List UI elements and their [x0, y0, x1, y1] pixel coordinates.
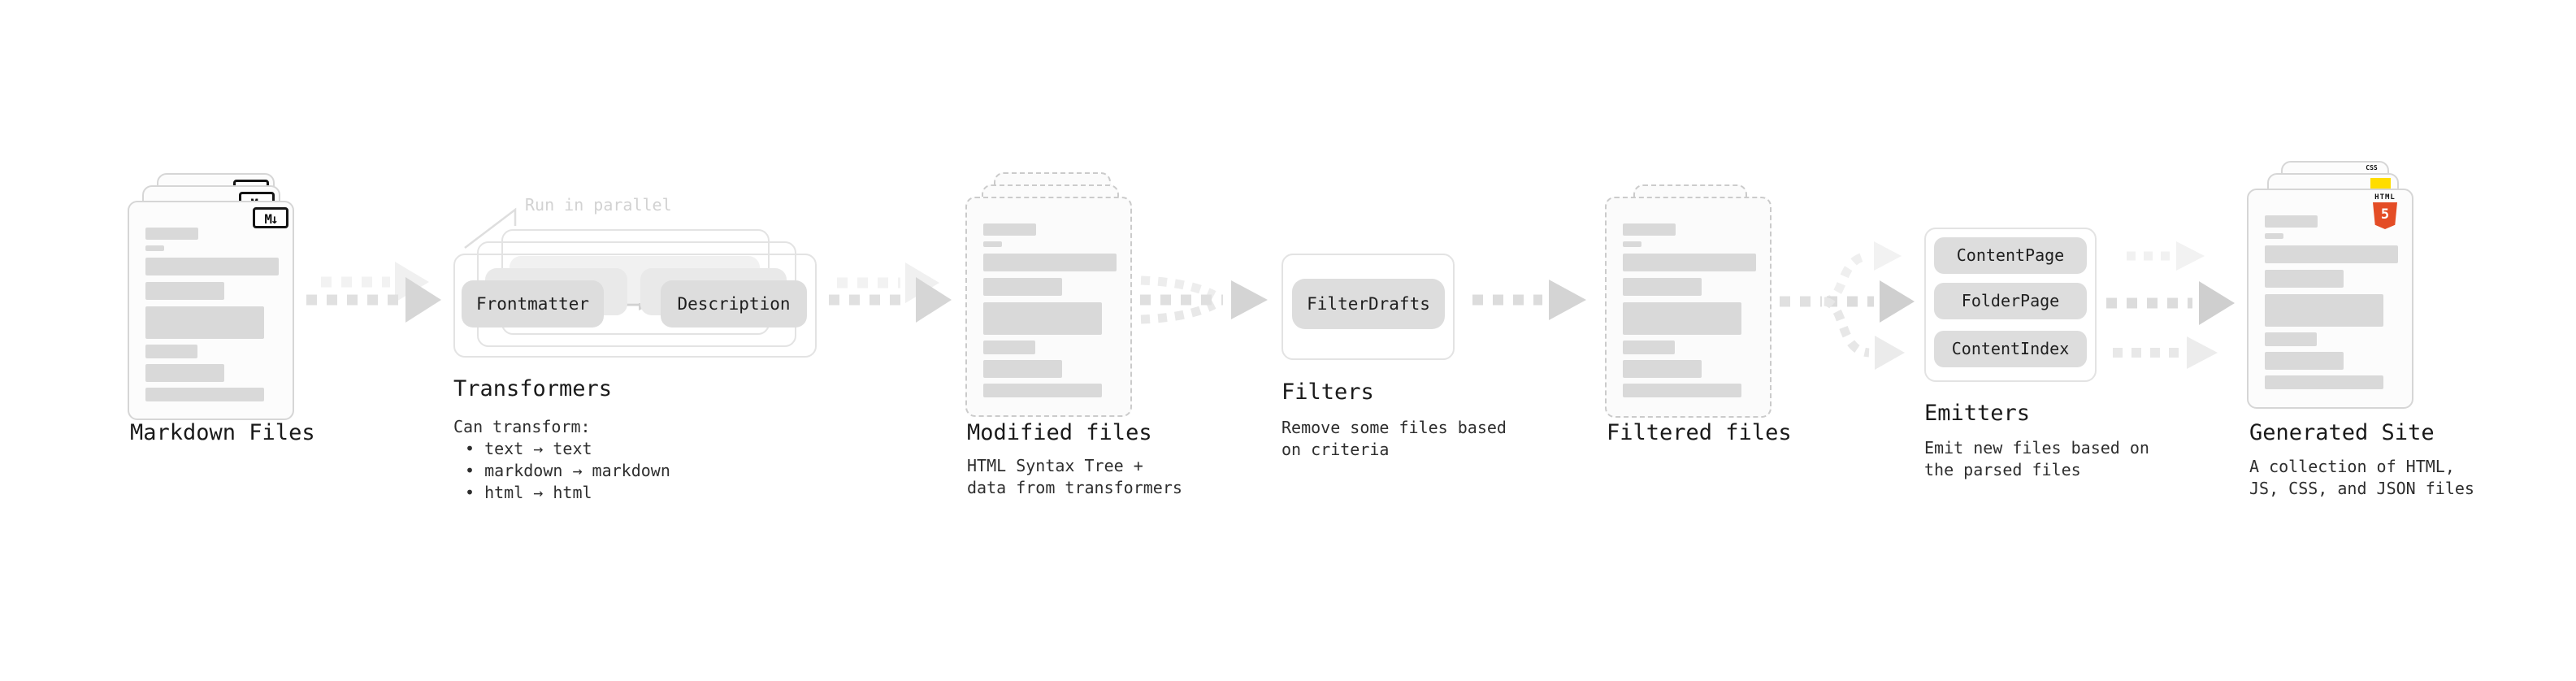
placeholder-text-line — [1623, 384, 1741, 397]
modified-files-description: HTML Syntax Tree + data from transformer… — [967, 456, 1182, 497]
placeholder-text-line — [1623, 241, 1641, 247]
placeholder-text-line — [983, 223, 1036, 236]
placeholder-text-line — [1623, 278, 1702, 296]
emitter-pill-contentindex: ContentIndex — [1934, 331, 2087, 367]
placeholder-text-line — [1623, 223, 1676, 236]
placeholder-text-line — [145, 364, 224, 382]
file-content-lines — [1607, 198, 1770, 416]
placeholder-text-line — [145, 282, 224, 300]
placeholder-text-line — [145, 388, 264, 401]
placeholder-text-line — [1623, 254, 1756, 271]
generated-site-description: A collection of HTML, JS, CSS, and JSON … — [2249, 457, 2474, 498]
placeholder-text-line — [2265, 294, 2383, 327]
placeholder-text-line — [983, 302, 1102, 335]
modified-file-card-front — [965, 197, 1132, 417]
stage-label-filtered-files: Filtered files — [1607, 420, 1792, 445]
placeholder-text-line — [145, 245, 164, 251]
filters-description: Remove some files based on criteria — [1281, 418, 1507, 459]
placeholder-text-line — [2265, 352, 2344, 370]
stage-label-generated-site: Generated Site — [2249, 420, 2435, 445]
stage-label-filters: Filters — [1281, 380, 1374, 405]
arrow-transformers-to-modified — [829, 262, 952, 323]
arrow-filters-to-filtered — [1472, 280, 1586, 320]
placeholder-text-line — [983, 360, 1062, 378]
placeholder-text-line — [983, 254, 1117, 271]
transformers-bullet: • html → html — [465, 483, 592, 502]
filtered-file-card-front — [1605, 197, 1772, 418]
placeholder-text-line — [2265, 245, 2398, 263]
filter-pill-filterdrafts: FilterDrafts — [1292, 279, 1445, 329]
placeholder-text-line — [983, 340, 1035, 354]
transformer-frame-front — [453, 254, 817, 358]
placeholder-text-line — [145, 228, 198, 240]
emitter-pill-folderpage: FolderPage — [1934, 283, 2087, 319]
placeholder-text-line — [145, 345, 197, 358]
markdown-icon: M↓ — [253, 207, 288, 228]
placeholder-text-line — [2265, 270, 2344, 288]
transformers-bullet: • text → text — [465, 439, 592, 458]
placeholder-text-line — [2265, 332, 2317, 346]
transformers-description: Can transform: • text → text • markdown … — [453, 416, 670, 504]
stage-label-modified-files: Modified files — [967, 420, 1152, 445]
markdown-file-card-front: M↓ — [128, 201, 294, 420]
file-content-lines — [2249, 190, 2412, 407]
placeholder-text-line — [1623, 360, 1702, 378]
placeholder-text-line — [2265, 233, 2283, 239]
stage-label-markdown-files: Markdown Files — [130, 420, 315, 445]
placeholder-text-line — [983, 278, 1062, 296]
html5-icon: HTML 5 — [2369, 193, 2401, 229]
file-content-lines — [967, 198, 1130, 415]
placeholder-text-line — [1623, 340, 1675, 354]
transformer-pill-description: Description — [661, 280, 807, 327]
js-icon — [2370, 178, 2391, 189]
arrow-emitters-to-site — [2106, 241, 2235, 369]
arrow-filtered-to-emitters — [1780, 241, 1915, 370]
stage-label-emitters: Emitters — [1924, 401, 2031, 426]
emitter-pill-contentpage: ContentPage — [1934, 237, 2087, 274]
placeholder-text-line — [983, 384, 1102, 397]
emitters-description: Emit new files based on the parsed files — [1924, 438, 2149, 479]
transformers-intro: Can transform: — [453, 417, 591, 436]
placeholder-text-line — [145, 306, 264, 339]
file-content-lines — [129, 202, 293, 419]
run-in-parallel-annotation: Run in parallel — [525, 195, 672, 215]
arrow-modified-to-filters — [1140, 275, 1268, 324]
stage-label-transformers: Transformers — [453, 376, 613, 401]
transformers-bullet: • markdown → markdown — [465, 461, 670, 480]
placeholder-text-line — [2265, 375, 2383, 389]
placeholder-text-line — [1623, 302, 1741, 335]
placeholder-text-line — [2265, 215, 2318, 228]
annotation-callout-line — [464, 207, 517, 249]
site-file-card-html: HTML 5 — [2247, 189, 2413, 409]
transformer-pill-frontmatter: Frontmatter — [462, 280, 604, 327]
arrow-markdown-to-transformers — [306, 262, 441, 323]
placeholder-text-line — [145, 258, 279, 275]
placeholder-text-line — [983, 241, 1002, 247]
